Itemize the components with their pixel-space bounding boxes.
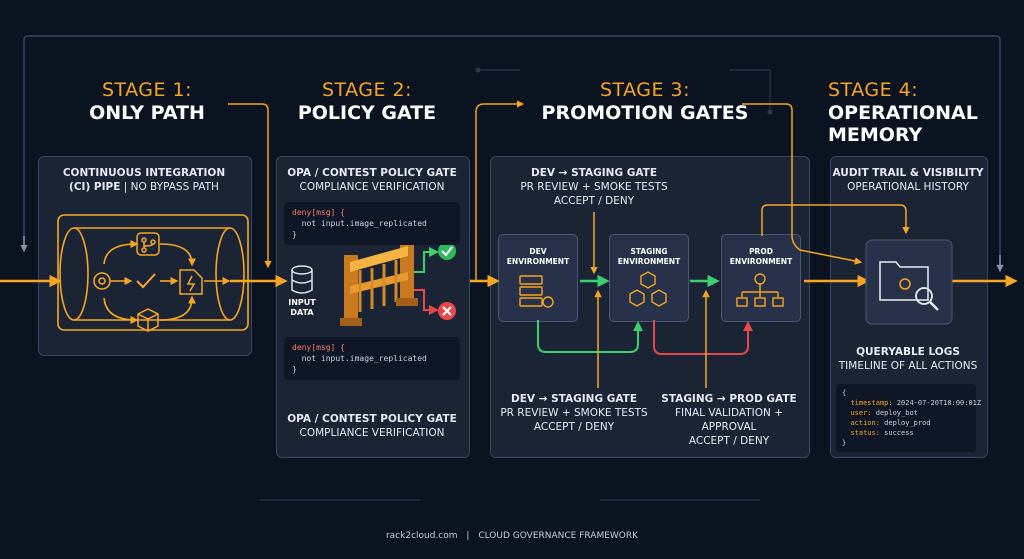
policy-gate-top-text: OPA / CONTEST POLICY GATE COMPLIANCE VER…: [280, 166, 464, 194]
policy-gate-bottom-text: OPA / CONTEST POLICY GATE COMPLIANCE VER…: [280, 412, 464, 440]
database-icon: [291, 265, 313, 294]
policy-gate-bottom-sub: COMPLIANCE VERIFICATION: [299, 427, 445, 439]
ci-pipe: [57, 214, 249, 331]
log-entry-code: { timestamp: 2024-07-20T10:00:01Z user: …: [836, 384, 981, 452]
ci-pipe-title: CONTINUOUS INTEGRATION (CI) PIPE | NO BY…: [42, 166, 246, 194]
code-line-3: }: [292, 230, 297, 239]
queryable-logs-title: QUERYABLE LOGS: [856, 346, 960, 358]
queryable-logs-sub: TIMELINE OF ALL ACTIONS: [838, 360, 978, 372]
audit-folder-icon: [865, 239, 953, 325]
log-action-key: action:: [850, 419, 880, 427]
br-gate-sub3: ACCEPT / DENY: [688, 435, 770, 447]
stage-4-name: OPERATIONAL: [828, 102, 978, 124]
log-ts-val: 2024-07-20T10:00:01Z: [896, 399, 982, 407]
audit-trail-sub: OPERATIONAL HISTORY: [847, 181, 969, 193]
log-open: {: [842, 389, 847, 397]
stage3-top-gate-sub1: PR REVIEW + SMOKE TESTS: [520, 181, 668, 193]
code-line-1b: deny[msg] {: [292, 343, 345, 352]
stage3-top-gate-text: DEV → STAGING GATE PR REVIEW + SMOKE TES…: [494, 166, 694, 208]
stage3-bottom-left-gate-text: DEV → STAGING GATE PR REVIEW + SMOKE TES…: [494, 392, 654, 434]
bl-gate-sub1: PR REVIEW + SMOKE TESTS: [500, 407, 648, 419]
code-line-2: not input.image_replicated: [292, 219, 427, 228]
x-icon: [438, 302, 456, 320]
stage3-bottom-right-gate-text: STAGING → PROD GATE FINAL VALIDATION + A…: [656, 392, 802, 448]
stage3-top-gate-title: DEV → STAGING GATE: [530, 167, 657, 179]
document-icon: [179, 269, 203, 295]
stage-2-name: POLICY GATE: [297, 102, 437, 124]
cubes-icon: [629, 271, 667, 307]
code-line-3b: }: [292, 365, 297, 374]
ci-title-line3: | NO BYPASS PATH: [123, 181, 219, 193]
footer-site: rack2cloud.com: [385, 531, 458, 541]
org-chart-icon: [736, 273, 784, 307]
policy-gate-barrier: [340, 245, 418, 326]
allow-arrow: [414, 247, 439, 273]
stage-4-name-line2: MEMORY: [828, 124, 923, 146]
br-gate-sub1: FINAL VALIDATION +: [674, 407, 784, 419]
stage-3-number: STAGE 3:: [599, 79, 691, 101]
input-data-label: INPUT DATA: [280, 298, 324, 318]
stage-4-number: STAGE 4:: [828, 79, 919, 101]
audit-trail-title: AUDIT TRAIL & VISIBILITY: [832, 167, 984, 179]
policy-code-top: deny[msg] { not input.image_replicated }: [284, 202, 460, 245]
log-close: }: [842, 439, 847, 447]
log-user-key: user:: [850, 409, 872, 417]
check-icon: [438, 242, 456, 260]
circuit-decoration: [260, 67, 773, 501]
deny-arrow: [414, 289, 439, 315]
stage-2-number: STAGE 2:: [321, 79, 413, 101]
footer: rack2cloud.com | CLOUD GOVERNANCE FRAMEW…: [0, 531, 1024, 541]
log-status-val: success: [884, 429, 914, 437]
log-user-val: deploy_bot: [875, 409, 918, 417]
server-icon: [519, 275, 554, 308]
code-line-1: deny[msg] {: [292, 208, 345, 217]
bl-gate-sub2: ACCEPT / DENY: [533, 421, 615, 433]
checkmark-icon: [136, 273, 156, 289]
log-ts-key: timestamp:: [850, 399, 893, 407]
ci-title-line1: CONTINUOUS INTEGRATION: [62, 167, 226, 179]
policy-code-bottom: deny[msg] { not input.image_replicated }: [284, 337, 460, 380]
staging-prod-loop-red: [653, 320, 753, 355]
queryable-logs-text: QUERYABLE LOGS TIMELINE OF ALL ACTIONS: [832, 345, 984, 373]
policy-gate-top-title: OPA / CONTEST POLICY GATE: [287, 167, 457, 179]
footer-separator: |: [466, 531, 470, 541]
input-label-line1: INPUT: [288, 298, 316, 307]
gear-icon: [93, 272, 111, 290]
input-label-line2: DATA: [290, 308, 314, 317]
policy-gate-bottom-title: OPA / CONTEST POLICY GATE: [287, 413, 457, 425]
header-connectors: [228, 100, 910, 281]
audit-trail-text: AUDIT TRAIL & VISIBILITY OPERATIONAL HIS…: [832, 166, 984, 194]
policy-gate-top-sub: COMPLIANCE VERIFICATION: [299, 181, 445, 193]
bl-gate-title: DEV → STAGING GATE: [510, 393, 637, 405]
stage-1-name: ONLY PATH: [89, 102, 205, 124]
br-gate-sub2: APPROVAL: [701, 421, 757, 433]
stage-3-header: STAGE 3: PROMOTION GATES: [535, 78, 755, 124]
br-gate-title: STAGING → PROD GATE: [661, 393, 797, 405]
log-action-val: deploy_prod: [884, 419, 931, 427]
ci-title-line2: (CI) PIPE: [69, 181, 121, 193]
outer-frame-line: [20, 35, 1004, 273]
branch-icon: [136, 232, 160, 256]
log-status-key: status:: [850, 429, 880, 437]
stage-4-header: STAGE 4: OPERATIONAL MEMORY: [828, 78, 978, 146]
stage-3-name: PROMOTION GATES: [541, 102, 749, 124]
package-icon: [137, 308, 159, 332]
stage-1-header: STAGE 1: ONLY PATH: [72, 78, 222, 124]
stage-1-number: STAGE 1:: [101, 79, 193, 101]
footer-framework: CLOUD GOVERNANCE FRAMEWORK: [478, 531, 639, 541]
dev-staging-loop-green: [537, 320, 643, 353]
stage3-top-gate-sub2: ACCEPT / DENY: [553, 195, 635, 207]
code-line-2b: not input.image_replicated: [292, 354, 427, 363]
stage-2-header: STAGE 2: POLICY GATE: [282, 78, 452, 124]
